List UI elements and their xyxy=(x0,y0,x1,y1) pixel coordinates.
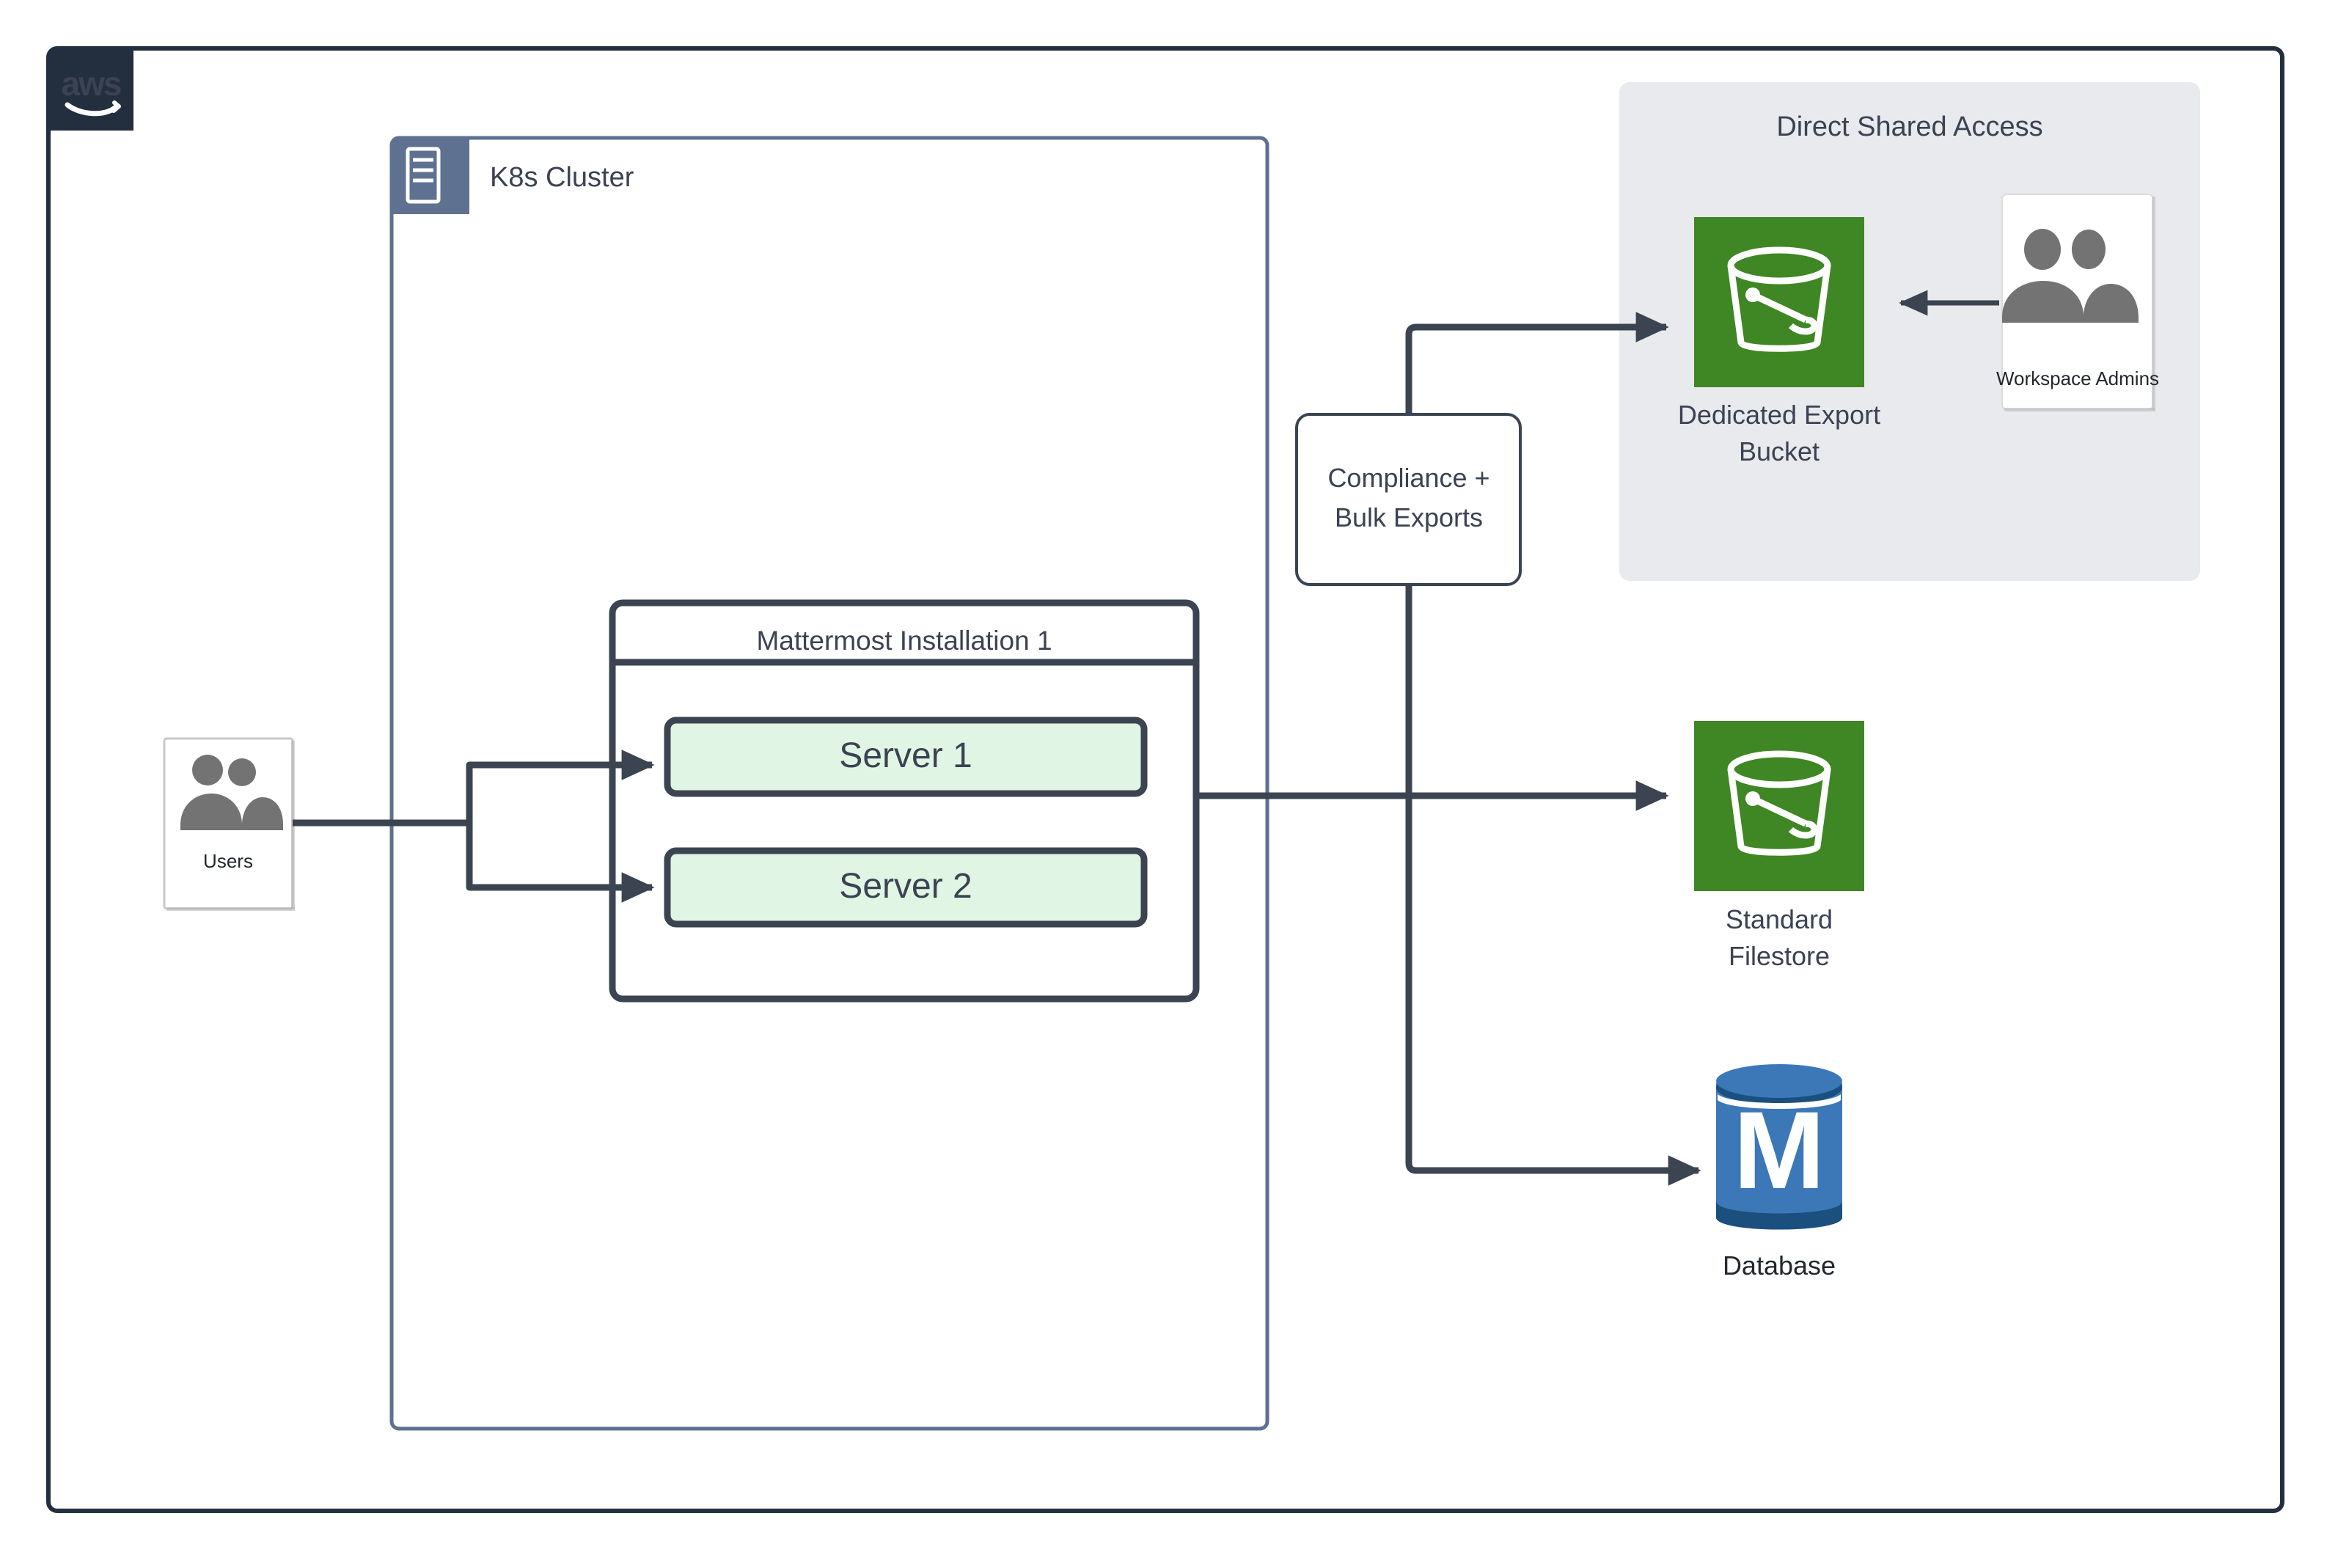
users-icon xyxy=(180,755,283,830)
database-glyph: M xyxy=(1734,1088,1825,1212)
server-2-label: Server 2 xyxy=(839,867,972,906)
filestore-label-line-1: Standard xyxy=(1726,904,1833,934)
users-label: Users xyxy=(203,850,253,872)
compliance-label-line-1: Compliance + xyxy=(1327,463,1489,493)
aws-logo: aws xyxy=(48,48,133,131)
svg-text:aws: aws xyxy=(62,65,121,103)
s3-bucket-icon-export xyxy=(1727,246,1831,352)
s3-bucket-icon-filestore xyxy=(1727,750,1831,856)
users-card: Users xyxy=(163,737,295,911)
mattermost-installation-box: Mattermost Installation 1 xyxy=(609,599,1200,1003)
k8s-cluster-label: K8s Cluster xyxy=(490,162,634,193)
edge-compliance-to-database xyxy=(1405,585,1701,1186)
compliance-label-line-2: Bulk Exports xyxy=(1335,502,1483,532)
edge-users-to-servers xyxy=(293,750,655,903)
users-icon-admins xyxy=(2002,229,2139,323)
database-node: M Database xyxy=(1716,1064,1842,1281)
rack-server-icon xyxy=(406,147,441,204)
k8s-cluster-badge xyxy=(392,138,469,214)
compliance-bulk-exports-box: Compliance + Bulk Exports xyxy=(1295,413,1522,586)
dedicated-export-bucket-node: Dedicated Export Bucket xyxy=(1678,217,1880,466)
direct-shared-access-title: Direct Shared Access xyxy=(1776,111,2042,142)
database-label: Database xyxy=(1723,1250,1836,1281)
server-1-label: Server 1 xyxy=(839,736,972,775)
filestore-label-line-2: Filestore xyxy=(1729,941,1830,971)
mattermost-installation-title: Mattermost Installation 1 xyxy=(756,626,1052,656)
export-bucket-label-line-2: Bucket xyxy=(1739,436,1820,466)
workspace-admins-card: Workspace Admins xyxy=(1996,194,2159,411)
edge-compliance-to-export-bucket xyxy=(1405,312,1669,414)
standard-filestore-node: Standard Filestore xyxy=(1694,721,1864,971)
export-bucket-label-line-1: Dedicated Export xyxy=(1678,400,1880,430)
workspace-admins-label: Workspace Admins xyxy=(1996,367,2159,389)
server-box-2: Server 2 xyxy=(664,847,1148,928)
server-box-1: Server 1 xyxy=(664,717,1148,797)
mattermost-database-icon: M xyxy=(1716,1064,1842,1230)
